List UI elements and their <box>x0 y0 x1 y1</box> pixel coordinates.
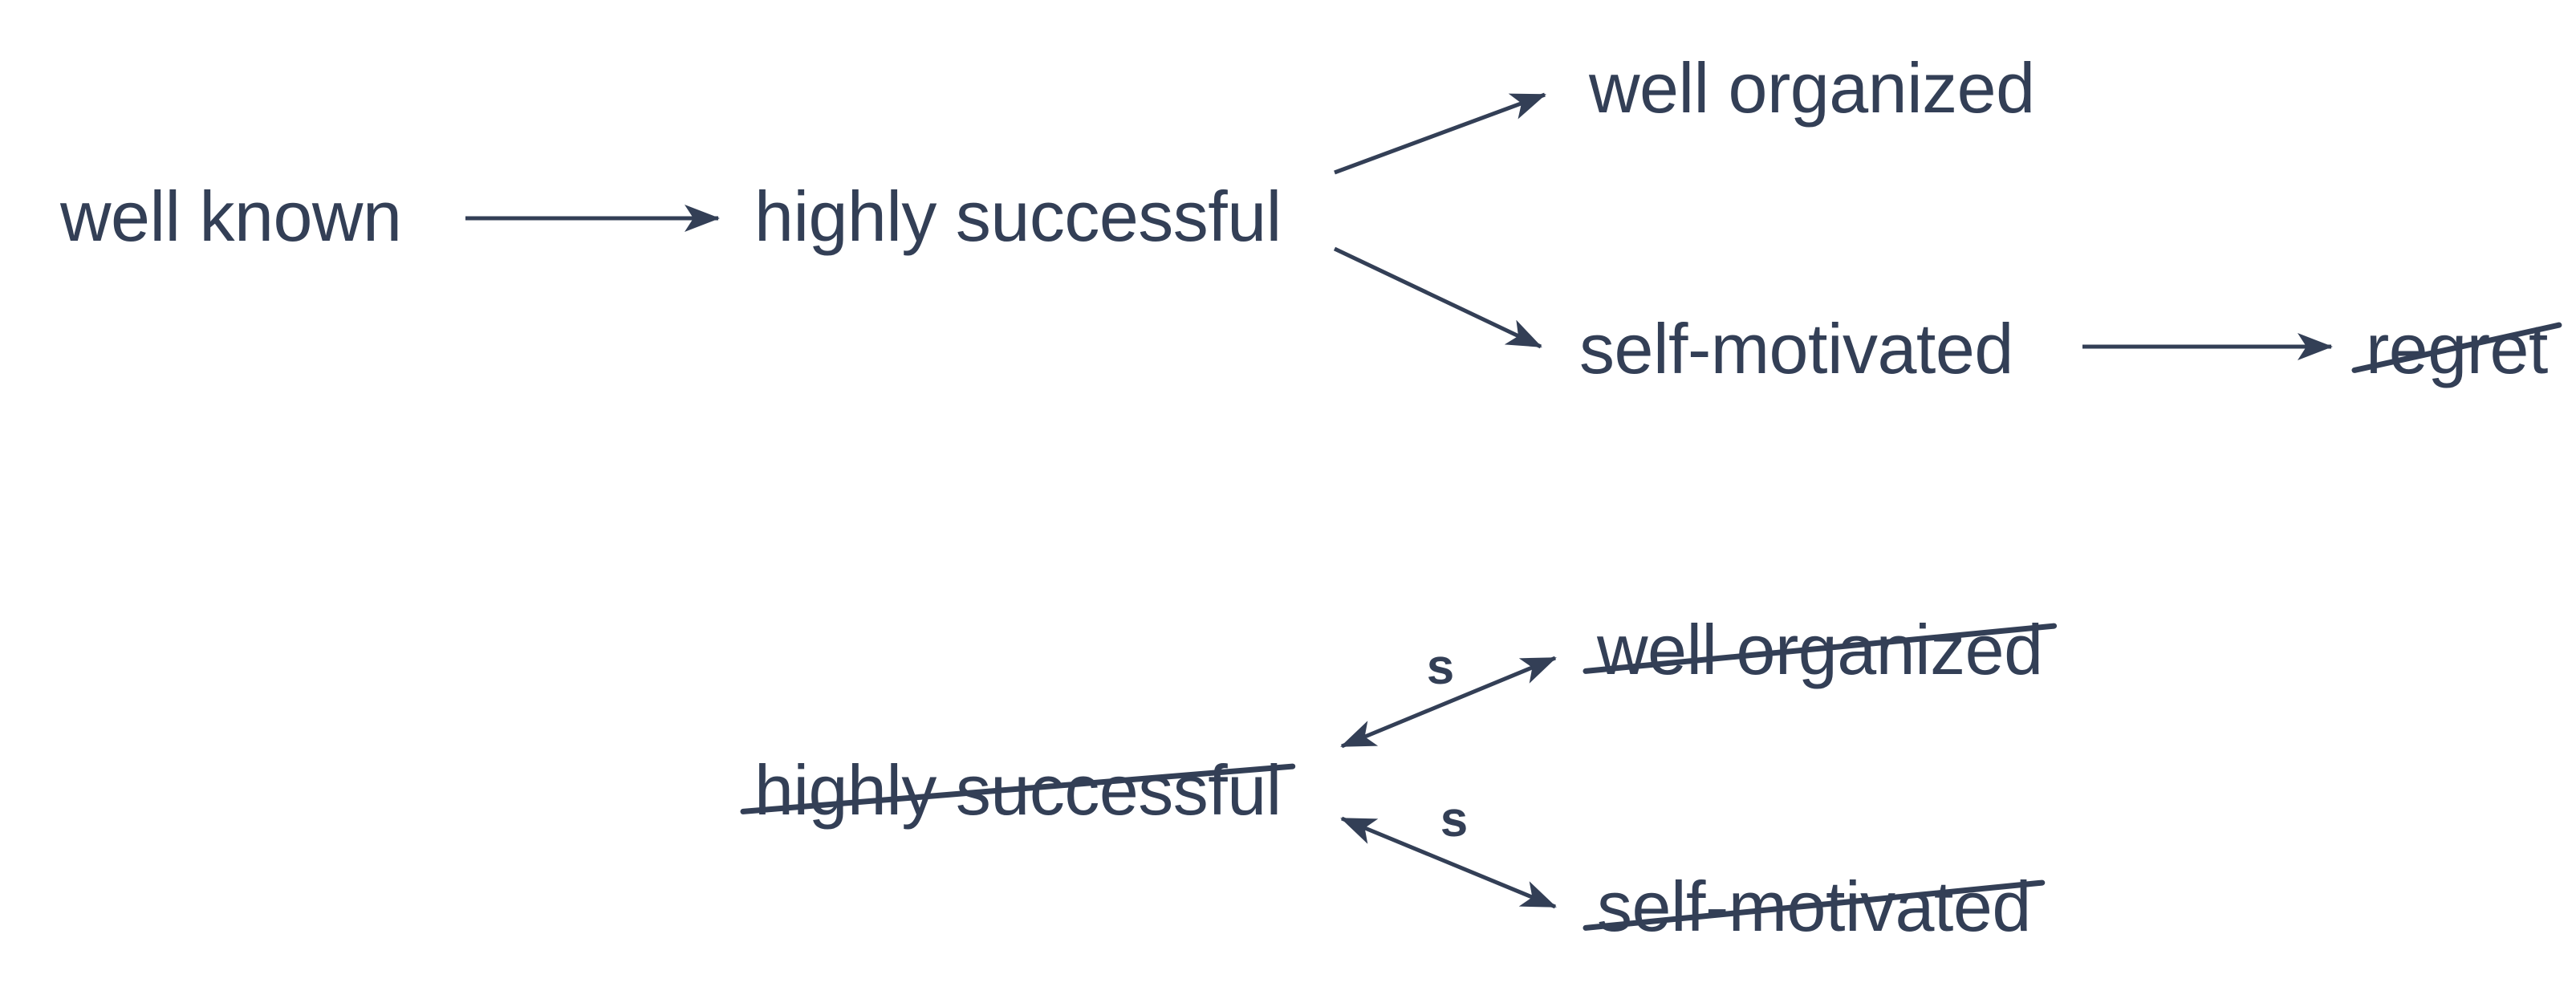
upper-graph-edges <box>465 92 2334 360</box>
edge-label-s-lower: s <box>1440 792 1469 847</box>
edge-label-s-upper: s <box>1426 640 1455 695</box>
lower-graph-edges <box>1340 656 1557 909</box>
edge-upper-1 <box>1334 92 1546 175</box>
node-well-organized-upper[interactable]: well organized <box>1589 48 2035 128</box>
node-well-organized-lower[interactable]: well organized <box>1597 610 2043 689</box>
node-regret[interactable]: regret <box>2366 309 2548 388</box>
node-well-known[interactable]: well known <box>60 177 402 256</box>
node-highly-successful-lower[interactable]: highly successful <box>754 750 1282 830</box>
node-self-motivated-lower[interactable]: self-motivated <box>1597 867 2031 946</box>
node-self-motivated-upper[interactable]: self-motivated <box>1579 309 2013 388</box>
edge-upper-2 <box>1333 246 1542 349</box>
node-highly-successful-upper[interactable]: highly successful <box>754 177 1282 256</box>
